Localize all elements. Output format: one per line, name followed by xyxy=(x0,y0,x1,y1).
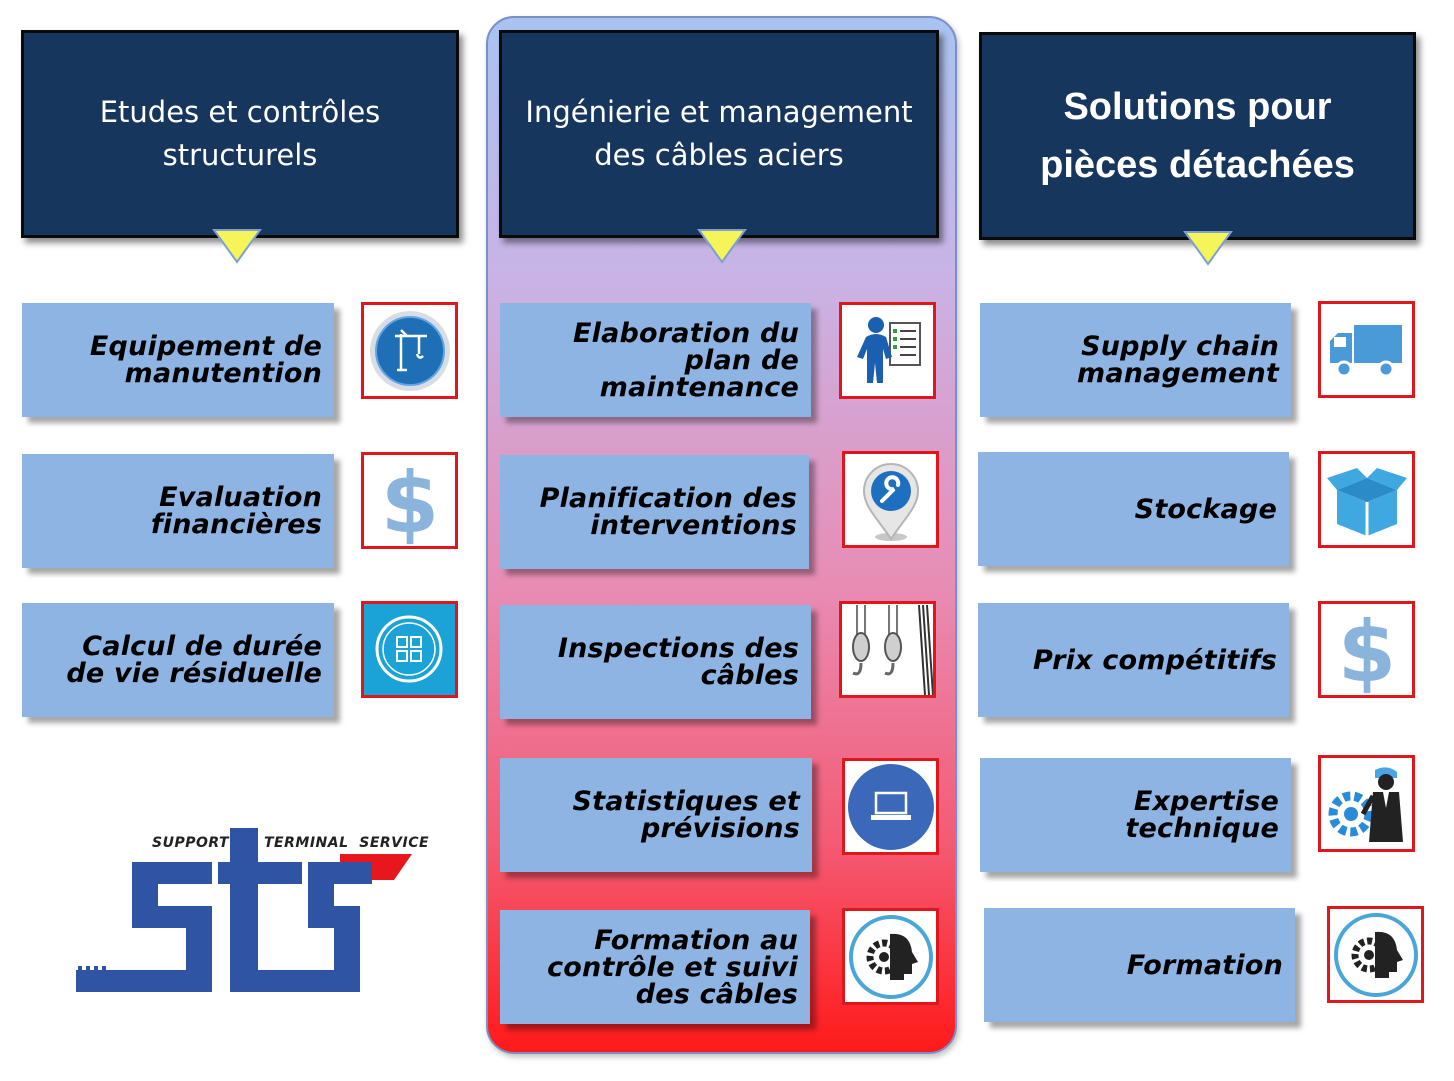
pointer-triangle-1 xyxy=(212,229,262,264)
logo-support-text: SUPPORT xyxy=(152,835,230,851)
engineer-gear-icon xyxy=(1318,755,1415,852)
sts-logo-mark xyxy=(76,828,412,992)
service-box-residual-life: Calcul de durée de vie résiduelle xyxy=(22,603,334,717)
calculator-icon xyxy=(361,601,458,698)
box-icon xyxy=(1318,451,1415,548)
crane-icon xyxy=(361,302,458,399)
service-box-financial-evaluation: Evaluation financières xyxy=(22,454,334,568)
service-box-supply-chain: Supply chain management xyxy=(980,303,1291,417)
service-box-maintenance-plan: Elaboration du plan de maintenance xyxy=(500,303,811,417)
header-spare-parts-label: Solutions pour pièces détachées xyxy=(1040,86,1355,186)
checklist-person-icon xyxy=(839,302,936,399)
service-label: Prix compétitifs xyxy=(1032,644,1277,676)
logo-terminal-service-text: TERMINAL SERVICE xyxy=(264,835,430,851)
head-gear-icon xyxy=(1327,906,1424,1003)
service-box-storage: Stockage xyxy=(978,452,1289,566)
service-label: Supply chain management xyxy=(1076,331,1279,389)
service-label: Evaluation financières xyxy=(150,482,322,540)
service-box-cable-inspections: Inspections des câbles xyxy=(500,605,811,719)
service-label: Stockage xyxy=(1134,493,1277,525)
wrench-location-icon xyxy=(842,451,939,548)
crane-hooks-icon xyxy=(839,601,936,698)
service-label: Equipement de manutention xyxy=(89,331,322,389)
service-label: Calcul de durée de vie résiduelle xyxy=(66,631,322,689)
svg-text:$: $ xyxy=(380,456,438,546)
truck-icon xyxy=(1318,301,1415,398)
laptop-icon xyxy=(842,758,939,855)
header-spare-parts: Solutions pour pièces détachées xyxy=(979,32,1416,240)
pointer-triangle-3 xyxy=(1183,231,1233,266)
head-gear-icon xyxy=(842,908,939,1005)
header-cable-engineering: Ingénierie et management des câbles acie… xyxy=(499,30,939,238)
service-box-technical-expertise: Expertise technique xyxy=(980,758,1291,872)
service-label: Formation xyxy=(1126,949,1283,981)
service-box-handling-equipment: Equipement de manutention xyxy=(22,303,334,417)
service-label: Expertise technique xyxy=(1125,786,1279,844)
service-box-training: Formation xyxy=(984,908,1295,1022)
service-label: Elaboration du plan de maintenance xyxy=(572,317,799,403)
header-cable-engineering-label: Ingénierie et management des câbles acie… xyxy=(525,95,913,172)
service-label: Statistiques et prévisions xyxy=(572,786,800,844)
header-structural-studies-label: Etudes et contrôles structurels xyxy=(99,95,381,172)
service-label: Planification des interventions xyxy=(539,483,797,541)
dollar-icon: $ xyxy=(1318,601,1415,698)
svg-text:$: $ xyxy=(1337,605,1395,695)
dollar-icon: $ xyxy=(361,452,458,549)
service-label: Inspections des câbles xyxy=(557,633,799,691)
service-box-cable-training: Formation au contrôle et suivi des câble… xyxy=(500,910,810,1024)
service-box-competitive-prices: Prix compétitifs xyxy=(978,603,1289,717)
pointer-triangle-2 xyxy=(697,229,747,264)
service-label: Formation au contrôle et suivi des câble… xyxy=(547,924,798,1010)
sts-logo: SUPPORT TERMINAL SERVICE xyxy=(72,826,429,996)
header-structural-studies: Etudes et contrôles structurels xyxy=(21,30,459,238)
service-box-statistics: Statistiques et prévisions xyxy=(500,758,812,872)
service-box-intervention-planning: Planification des interventions xyxy=(500,455,809,569)
